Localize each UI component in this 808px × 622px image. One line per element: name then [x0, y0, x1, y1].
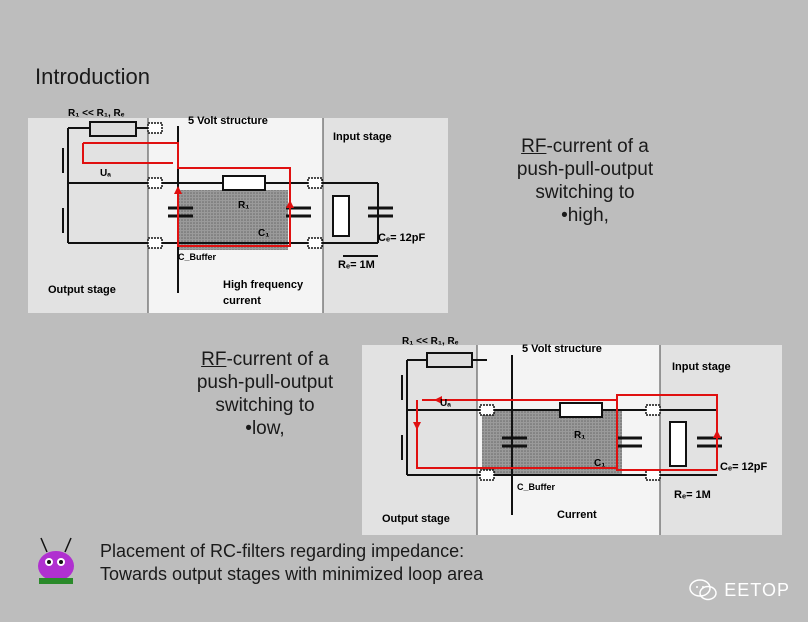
output-stage-region	[362, 345, 477, 535]
label-ua: Uₐ	[440, 398, 451, 409]
circuit-diagram-high: R₁ << R₁, Rₑ 5 Volt structure Input stag…	[28, 108, 448, 313]
label-r1-constraint: R₁ << R₁, Rₑ	[68, 108, 125, 119]
rf-label-high: RF	[521, 136, 547, 157]
caption-high: RF-current of a push-pull-output switchi…	[516, 136, 654, 226]
label-ua: Uₐ	[100, 168, 111, 179]
footer-line-1: Placement of RC-filters regarding impeda…	[100, 541, 465, 561]
wechat-icon	[689, 579, 718, 601]
page-title: Introduction	[35, 64, 150, 89]
output-stage-region	[28, 118, 148, 313]
current-path	[82, 142, 291, 247]
label-output-stage: Output stage	[48, 284, 116, 296]
label-cbuffer: C_Buffer	[517, 482, 556, 492]
label-input-stage: Input stage	[672, 361, 731, 373]
label-r1: R₁	[238, 200, 249, 211]
resistor-re	[669, 421, 687, 467]
label-hf-current: High frequency	[223, 279, 304, 291]
footer-line-2: Towards output stages with minimized loo…	[100, 564, 484, 584]
watermark-text: EETOP	[724, 579, 790, 600]
watermark: EETOP	[688, 578, 790, 602]
rf-label-low: RF	[201, 349, 227, 370]
resistor-r1-top	[89, 121, 137, 137]
mascot-icon	[38, 537, 74, 584]
buffer-area	[482, 410, 622, 475]
label-r1: R₁	[574, 430, 585, 441]
label-re: Rₑ= 1M	[674, 489, 711, 501]
label-five-volt: 5 Volt structure	[522, 343, 602, 355]
label-cbuffer: C_Buffer	[178, 252, 217, 262]
label-c1: C₁	[258, 228, 269, 239]
resistor-r1	[222, 175, 266, 191]
footer-text: Placement of RC-filters regarding impeda…	[100, 540, 483, 586]
label-c1: C₁	[594, 458, 605, 469]
circuit-diagram-low: R₁ << R₁, Rₑ 5 Volt structure Input stag…	[362, 336, 782, 535]
buffer-area	[178, 190, 288, 250]
label-hf-current-2: current	[223, 295, 261, 307]
label-ce: Cₑ= 12pF	[720, 461, 768, 473]
caption-low: RF-current of a push-pull-output switchi…	[196, 349, 334, 439]
label-five-volt: 5 Volt structure	[188, 115, 268, 127]
label-ce: Cₑ= 12pF	[378, 232, 426, 244]
resistor-r1	[559, 402, 603, 418]
label-current: Current	[557, 509, 597, 521]
label-re: Rₑ= 1M	[338, 259, 375, 271]
label-input-stage: Input stage	[333, 131, 392, 143]
label-r1-constraint: R₁ << R₁, Rₑ	[402, 336, 459, 347]
resistor-r1-top	[426, 352, 473, 368]
label-output-stage: Output stage	[382, 513, 450, 525]
resistor-re	[332, 195, 350, 237]
